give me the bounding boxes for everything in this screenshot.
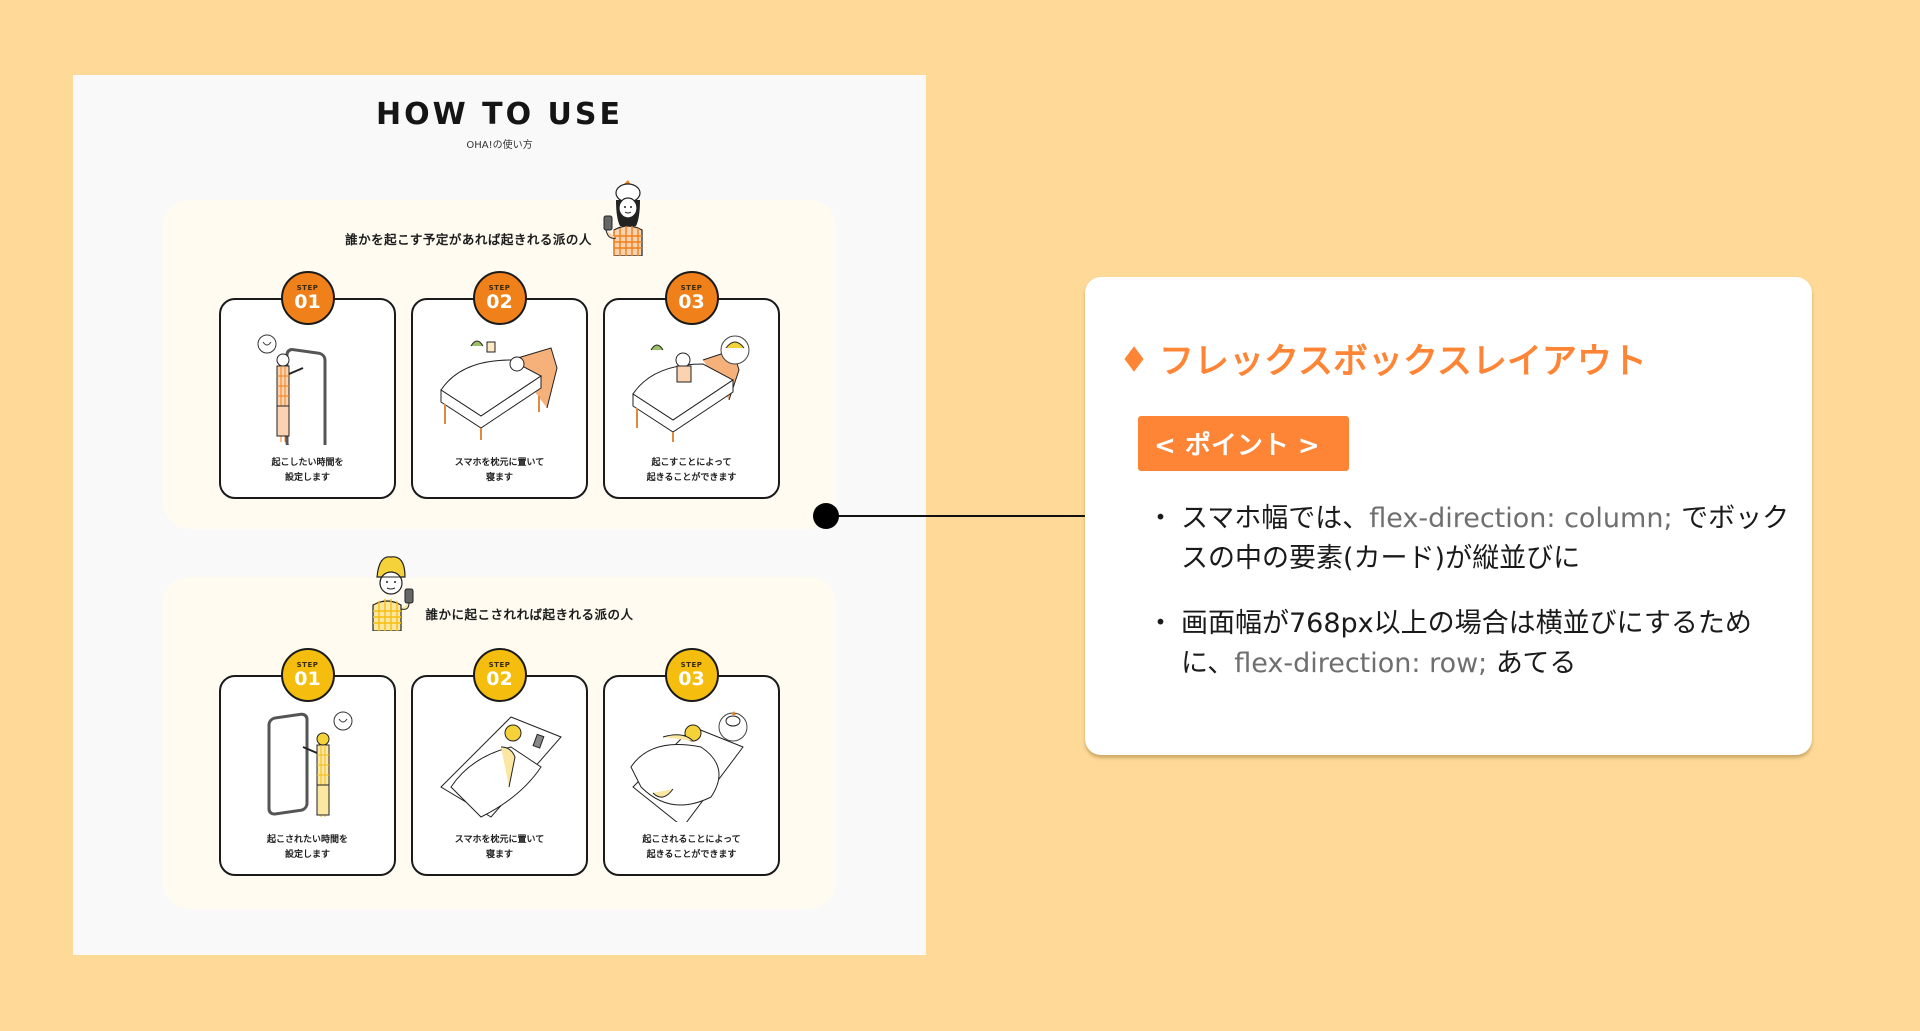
connector-line bbox=[826, 515, 1120, 517]
step-card: STEP 03 起こすことによって 起きることができます bbox=[603, 271, 780, 499]
step-card: STEP 02 スマホを枕元に置いて 寝ます bbox=[411, 271, 588, 499]
connector-dot bbox=[813, 503, 839, 529]
step-number: 02 bbox=[486, 668, 513, 690]
page-title: HOW TO USE bbox=[375, 97, 624, 132]
step-card: STEP 02 スマホを枕元に置いて 寝ます bbox=[411, 648, 588, 876]
step-cards: STEP 01 起こされたい時間を 設定します bbox=[219, 648, 780, 876]
bullet-item: スマホ幅では、flex-direction: column; でボックスの中の要… bbox=[1147, 499, 1797, 579]
explanation-card: フレックスボックスレイアウト < ポイント > スマホ幅では、flex-dire… bbox=[1085, 277, 1812, 755]
point-badge: < ポイント > bbox=[1138, 416, 1349, 471]
step-label: STEP bbox=[488, 661, 511, 669]
step-number: 01 bbox=[294, 668, 321, 690]
step-description: スマホを枕元に置いて 寝ます bbox=[454, 835, 545, 860]
how-to-use-mockup: HOW TO USE OHA!の使い方 誰かを起こす予定があれば起きれる派の人 bbox=[73, 75, 926, 955]
step-label: STEP bbox=[296, 661, 319, 669]
step-cards: STEP 01 起こしたい時間を 設定します bbox=[219, 271, 780, 499]
explanation-title: フレックスボックスレイアウト bbox=[1121, 333, 1647, 384]
step-card: STEP 01 起こされたい時間を 設定します bbox=[219, 648, 396, 876]
sleeping-in-bed-illustration-icon bbox=[440, 340, 558, 440]
step-description: スマホを枕元に置いて 寝ます bbox=[454, 458, 545, 483]
step-number: 02 bbox=[486, 291, 513, 313]
explanation-title-text: フレックスボックスレイアウト bbox=[1159, 342, 1647, 382]
code-snippet: flex-direction: row; bbox=[1234, 648, 1488, 679]
girl-avatar-icon bbox=[602, 180, 654, 257]
step-label: STEP bbox=[680, 661, 703, 669]
woken-up-illustration-icon bbox=[630, 711, 748, 822]
step-description: 起こしたい時間を 設定します bbox=[271, 458, 344, 483]
section-title: 誰かを起こす予定があれば起きれる派の人 bbox=[345, 232, 592, 247]
step-number: 03 bbox=[678, 668, 705, 690]
step-badge: STEP 02 bbox=[472, 271, 527, 325]
code-snippet: flex-direction: column; bbox=[1369, 503, 1673, 534]
step-card: STEP 03 起こされることによって 起きることができます bbox=[603, 648, 780, 876]
step-badge: STEP 03 bbox=[664, 648, 719, 702]
section-header: 誰かを起こす予定があれば起きれる派の人 bbox=[163, 180, 836, 257]
diamond-icon bbox=[1121, 346, 1147, 372]
section-title: 誰かに起こされれば起きれる派の人 bbox=[425, 607, 634, 622]
waking-up-illustration-icon bbox=[632, 335, 750, 442]
sleeping-on-futon-illustration-icon bbox=[440, 716, 562, 818]
boy-avatar-icon bbox=[365, 555, 417, 632]
step-number: 03 bbox=[678, 291, 705, 313]
step-label: STEP bbox=[680, 284, 703, 292]
step-label: STEP bbox=[488, 284, 511, 292]
step-badge: STEP 01 bbox=[280, 648, 335, 702]
section-wake-others: 誰かを起こす予定があれば起きれる派の人 ST bbox=[163, 180, 836, 529]
step-badge: STEP 02 bbox=[472, 648, 527, 702]
step-badge: STEP 01 bbox=[280, 271, 335, 325]
set-alarm-illustration-icon bbox=[267, 711, 353, 817]
page-subtitle: OHA!の使い方 bbox=[466, 140, 533, 151]
step-badge: STEP 03 bbox=[664, 271, 719, 325]
step-description: 起こされたい時間を 設定します bbox=[266, 835, 348, 860]
step-label: STEP bbox=[296, 284, 319, 292]
set-alarm-illustration-icon bbox=[257, 334, 327, 445]
step-number: 01 bbox=[294, 291, 321, 313]
explanation-bullets: スマホ幅では、flex-direction: column; でボックスの中の要… bbox=[1147, 499, 1797, 709]
step-description: 起こすことによって 起きることができます bbox=[646, 458, 737, 483]
section-header: 誰かに起こされれば起きれる派の人 bbox=[163, 555, 836, 632]
step-card: STEP 01 起こしたい時間を 設定します bbox=[219, 271, 396, 499]
step-description: 起こされることによって 起きることができます bbox=[642, 835, 741, 860]
bullet-item: 画面幅が768px以上の場合は横並びにするために、flex-direction:… bbox=[1147, 604, 1797, 684]
section-woken-by-others: 誰かに起こされれば起きれる派の人 STEP 01 起こされたい bbox=[163, 556, 836, 909]
